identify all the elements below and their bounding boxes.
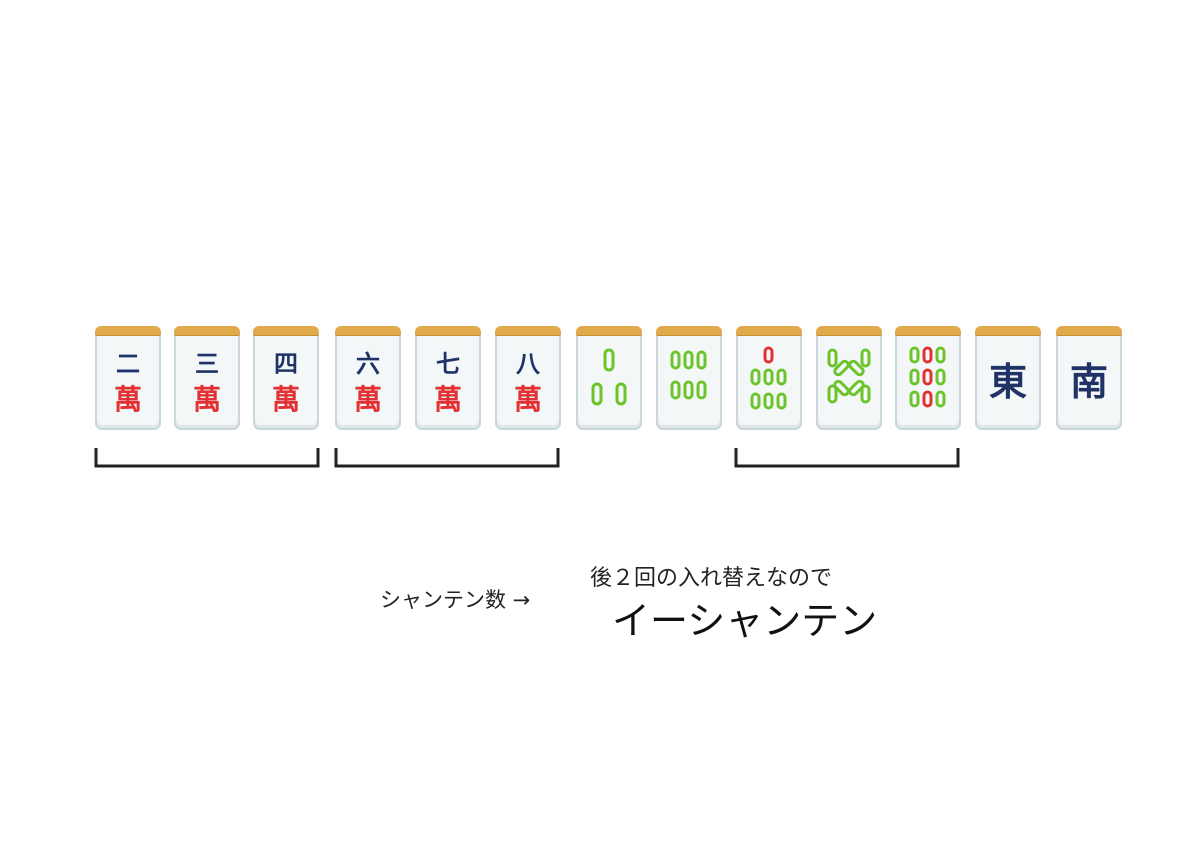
tile-number: 六 bbox=[356, 350, 380, 378]
shanten-result: イーシャンテン bbox=[612, 599, 878, 643]
tile-6-sou bbox=[656, 326, 722, 430]
tile-honor-character: 南 bbox=[1069, 360, 1108, 404]
bamboo-9-icon bbox=[909, 346, 946, 408]
tile-number: 四 bbox=[274, 350, 298, 378]
bamboo-6-icon bbox=[670, 350, 707, 400]
tile-7-sou bbox=[736, 326, 802, 430]
shanten-label: シャンテン数 → bbox=[380, 588, 531, 612]
tile-suit: 萬 bbox=[192, 383, 221, 416]
tile-number: 七 bbox=[436, 350, 460, 378]
tile-2-man: 二 萬 bbox=[95, 326, 161, 430]
tile-east-wind: 東 bbox=[975, 326, 1041, 430]
bamboo-8-icon bbox=[827, 348, 871, 404]
tile-7-man: 七 萬 bbox=[415, 326, 481, 430]
explanation-note: 後２回の入れ替えなので bbox=[590, 566, 833, 591]
tile-south-wind: 南 bbox=[1056, 326, 1122, 430]
bamboo-7-icon bbox=[750, 346, 787, 410]
set-bracket-2 bbox=[334, 448, 560, 468]
tile-suit: 萬 bbox=[353, 383, 382, 416]
tile-8-sou bbox=[816, 326, 882, 430]
set-bracket-3 bbox=[734, 448, 960, 468]
tile-4-man: 四 萬 bbox=[253, 326, 319, 430]
tile-9-sou bbox=[895, 326, 961, 430]
tile-suit: 萬 bbox=[113, 383, 142, 416]
hand-tiles: 二 萬 三 萬 四 萬 六 萬 七 萬 八 萬 bbox=[95, 326, 1135, 436]
tile-suit: 萬 bbox=[271, 383, 300, 416]
tile-honor-character: 東 bbox=[988, 360, 1027, 404]
bamboo-3-icon bbox=[591, 348, 627, 406]
tile-number: 三 bbox=[195, 350, 219, 378]
tile-number: 八 bbox=[516, 350, 540, 378]
tile-6-man: 六 萬 bbox=[335, 326, 401, 430]
tile-suit: 萬 bbox=[433, 383, 462, 416]
tile-3-man: 三 萬 bbox=[174, 326, 240, 430]
tile-8-man: 八 萬 bbox=[495, 326, 561, 430]
tile-number: 二 bbox=[116, 350, 140, 378]
tile-3-sou bbox=[576, 326, 642, 430]
set-bracket-1 bbox=[94, 448, 320, 468]
tile-suit: 萬 bbox=[513, 383, 542, 416]
